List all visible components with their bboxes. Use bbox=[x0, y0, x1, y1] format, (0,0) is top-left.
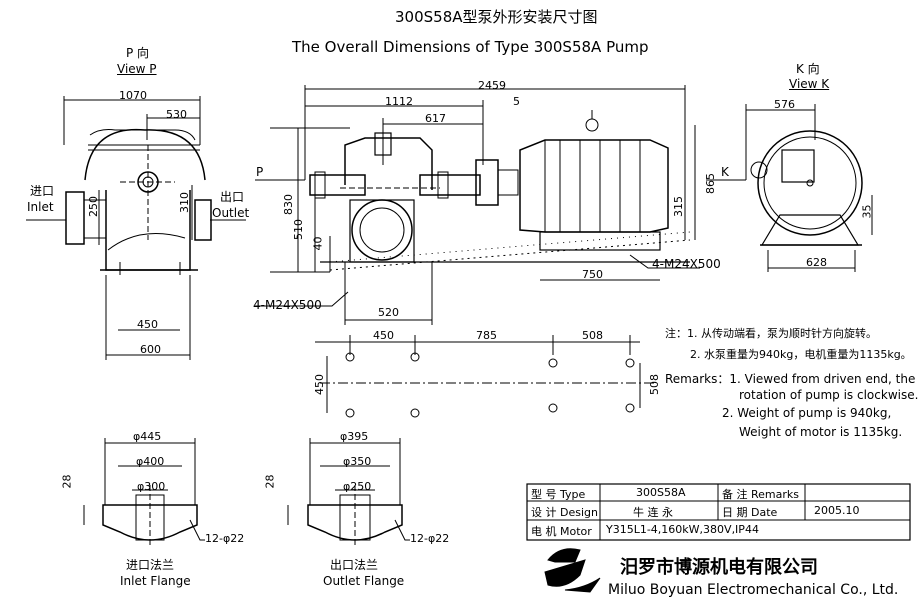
outlet-flange-holes: 12-φ22 bbox=[410, 532, 450, 545]
dim-628: 628 bbox=[806, 256, 827, 269]
dim-315: 315 bbox=[672, 196, 685, 217]
tb-motor-value: Y315L1-4,160kW,380V,IP44 bbox=[606, 523, 759, 536]
dim-250: 250 bbox=[87, 196, 100, 217]
outlet-flange-drawing bbox=[287, 438, 410, 545]
remarks-en-1b: rotation of pump is clockwise. bbox=[739, 388, 918, 402]
note-cn-2: 2. 水泵重量为940kg，电机重量为1135kg。 bbox=[690, 348, 912, 361]
foundation-plan bbox=[315, 335, 655, 418]
outlet-flange-cn: 出口法兰 bbox=[330, 558, 379, 572]
arrow-p-label: P bbox=[256, 165, 264, 179]
dim-f508: 508 bbox=[582, 329, 603, 342]
view-p-drawing bbox=[26, 96, 246, 360]
title-cn: 300S58A型泵外形安装尺寸图 bbox=[395, 8, 598, 26]
outlet-cn: 出口 bbox=[220, 190, 245, 204]
inlet-flange-cn: 进口法兰 bbox=[126, 558, 175, 572]
dim-617: 617 bbox=[425, 112, 446, 125]
tb-date-label: 日 期 Date bbox=[722, 506, 778, 519]
tb-type-value: 300S58A bbox=[636, 486, 686, 499]
dim-750: 750 bbox=[582, 268, 603, 281]
remarks-en-1: Remarks：1. Viewed from driven end, the bbox=[665, 372, 916, 386]
view-k-drawing bbox=[706, 104, 873, 272]
tb-date-value: 2005.10 bbox=[814, 504, 860, 517]
dim-40: 40 bbox=[311, 236, 325, 251]
outlet-en: Outlet bbox=[212, 206, 250, 220]
dim-1112: 1112 bbox=[385, 95, 413, 108]
view-k-cn: K 向 bbox=[796, 62, 820, 76]
dim-5: 5 bbox=[513, 95, 520, 108]
tb-type-label: 型 号 Type bbox=[531, 488, 586, 501]
outlet-flange-thickness: 28 bbox=[263, 474, 277, 489]
tb-motor-label: 电 机 Motor bbox=[531, 525, 592, 538]
remarks-en-2: 2. Weight of pump is 940kg, bbox=[722, 406, 892, 420]
inlet-flange-holes: 12-φ22 bbox=[205, 532, 245, 545]
dim-510: 510 bbox=[292, 219, 305, 240]
outlet-flange-d3: φ250 bbox=[343, 480, 372, 493]
inlet-flange-en: Inlet Flange bbox=[120, 574, 191, 588]
inlet-flange-drawing bbox=[83, 438, 205, 545]
inlet-flange-d1: φ445 bbox=[133, 430, 162, 443]
view-p-en: View P bbox=[117, 62, 157, 76]
bolt-label-right: 4-M24X500 bbox=[652, 257, 721, 271]
arrow-k-label: K bbox=[721, 165, 729, 179]
outlet-flange-en: Outlet Flange bbox=[323, 574, 405, 588]
dim-310: 310 bbox=[178, 192, 191, 213]
dim-600: 600 bbox=[140, 343, 161, 356]
dim-f450-vertical: 450 bbox=[313, 374, 326, 395]
outlet-flange-d1: φ395 bbox=[340, 430, 369, 443]
dim-35: 35 bbox=[860, 204, 874, 219]
title-block-frame bbox=[526, 483, 911, 541]
title-en: The Overall Dimensions of Type 300S58A P… bbox=[292, 38, 649, 56]
outlet-flange-d2: φ350 bbox=[343, 455, 372, 468]
dim-f450: 450 bbox=[373, 329, 394, 342]
inlet-en: Inlet bbox=[27, 200, 54, 214]
inlet-flange-d2: φ400 bbox=[136, 455, 165, 468]
note-cn-1: 注：1. 从传动端看，泵为顺时针方向旋转。 bbox=[665, 327, 877, 340]
dim-865: 865 bbox=[704, 173, 717, 194]
dim-f785: 785 bbox=[476, 329, 497, 342]
tb-remarks-label: 备 注 Remarks bbox=[722, 488, 799, 501]
dim-576: 576 bbox=[774, 98, 795, 111]
inlet-flange-thickness: 28 bbox=[60, 474, 74, 489]
dim-2459: 2459 bbox=[478, 79, 506, 92]
tb-design-label: 设 计 Design bbox=[531, 506, 598, 519]
tb-design-value: 牛 连 永 bbox=[633, 506, 673, 519]
company-logo bbox=[544, 548, 601, 593]
company-name-en: Miluo Boyuan Electromechanical Co., Ltd. bbox=[608, 582, 899, 598]
dim-520: 520 bbox=[378, 306, 399, 319]
view-p-cn: P 向 bbox=[126, 46, 150, 60]
front-view-drawing bbox=[255, 85, 700, 325]
dim-f508-vertical: 508 bbox=[648, 374, 661, 395]
remarks-en-2b: Weight of motor is 1135kg. bbox=[739, 425, 903, 439]
bolt-label-left: 4-M24X500 bbox=[253, 298, 322, 312]
company-name-cn: 汨罗市博源机电有限公司 bbox=[620, 557, 818, 578]
dim-1070: 1070 bbox=[119, 89, 147, 102]
view-k-en: View K bbox=[789, 77, 830, 91]
dim-450-side: 450 bbox=[137, 318, 158, 331]
inlet-cn: 进口 bbox=[30, 184, 55, 198]
inlet-flange-d3: φ300 bbox=[137, 480, 166, 493]
dim-830: 830 bbox=[282, 194, 295, 215]
dim-530: 530 bbox=[166, 108, 187, 121]
